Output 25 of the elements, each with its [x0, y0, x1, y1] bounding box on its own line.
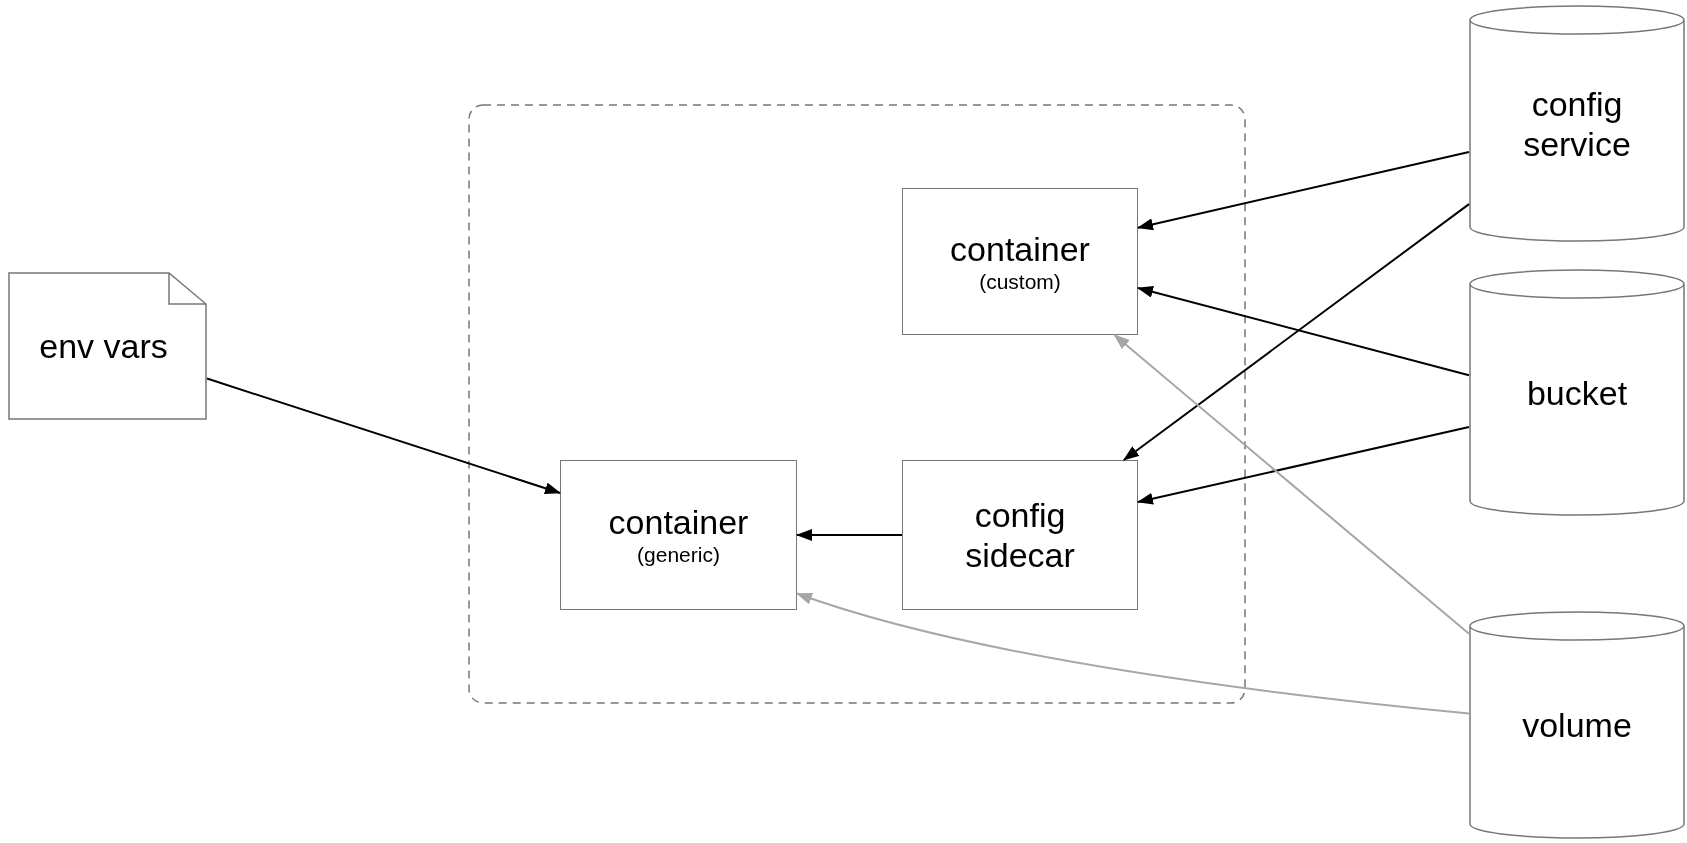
- node-label: container: [608, 502, 749, 542]
- database-cylinder: [1469, 611, 1685, 839]
- process-box: [560, 460, 797, 610]
- node-sublabel: (custom): [979, 268, 1061, 295]
- node-label: env vars: [39, 326, 168, 366]
- node-label: bucket: [1526, 372, 1628, 413]
- node-label: container: [950, 228, 1090, 269]
- node-sublabel: (generic): [637, 542, 720, 568]
- arrow: [796, 529, 903, 541]
- process-box: [902, 188, 1138, 335]
- arrow: [1137, 426, 1470, 505]
- arrow: [796, 592, 1470, 715]
- database-cylinder: [1469, 5, 1685, 242]
- document-shape: [8, 272, 207, 420]
- process-box: [902, 460, 1138, 610]
- node-label: config sidecar: [964, 495, 1076, 575]
- arrow: [1137, 150, 1470, 231]
- dashed-group-box: [468, 104, 1246, 704]
- database-cylinder: [1469, 269, 1685, 516]
- arrow: [1122, 203, 1470, 461]
- arrow: [1113, 334, 1470, 635]
- node-label: config service: [1522, 83, 1632, 164]
- arrow: [206, 377, 561, 495]
- node-label: volume: [1522, 705, 1632, 745]
- arrow: [1137, 286, 1470, 377]
